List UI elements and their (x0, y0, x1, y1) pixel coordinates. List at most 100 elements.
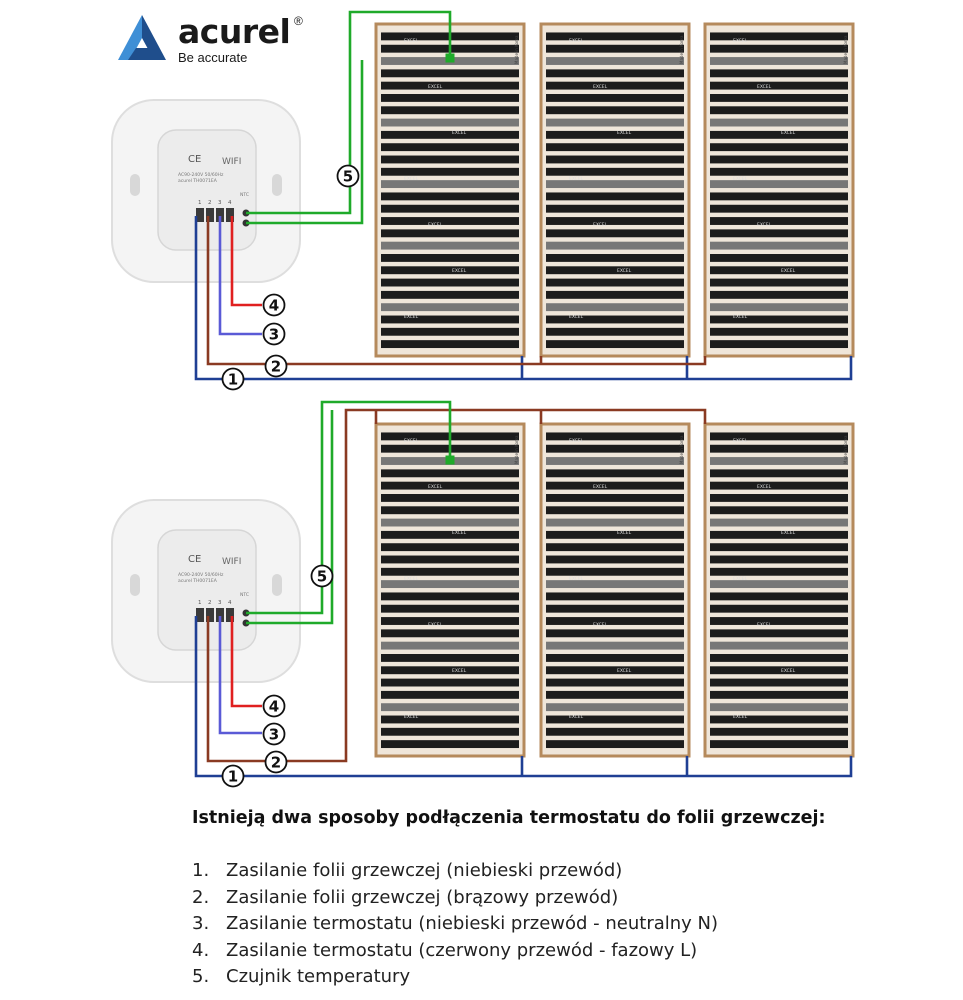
film-brand-print: EXCEL (569, 714, 584, 720)
heating-strip (710, 592, 848, 601)
heating-strip (546, 118, 684, 127)
heating-strip (546, 278, 684, 287)
legend-text: Zasilanie folii grzewczej (niebieski prz… (226, 860, 623, 881)
heating-strip (381, 266, 519, 275)
heating-strip (710, 81, 848, 90)
film-brand-print: EXCEL (593, 622, 608, 628)
heating-strip (546, 217, 684, 225)
heating-strip (710, 69, 848, 78)
terminal-number: 2 (208, 600, 212, 606)
heating-strip (710, 481, 848, 490)
legend-item-2: 2.Zasilanie folii grzewczej (brązowy prz… (192, 885, 718, 912)
terminal-screw (196, 608, 204, 622)
heating-strip (710, 703, 848, 712)
heating-strip (381, 678, 519, 687)
heating-strip (710, 740, 848, 749)
callout-number: 1 (228, 768, 238, 786)
heating-strip (710, 666, 848, 675)
heating-strip (546, 518, 684, 527)
heating-strip (381, 180, 519, 189)
ce-mark-icon: CE (188, 154, 201, 165)
film-brand-print: EXCEL (452, 668, 467, 674)
heating-strip (381, 666, 519, 675)
heating-strip (381, 340, 519, 349)
mounting-slot-right (272, 574, 282, 596)
heating-strip (710, 118, 848, 127)
heating-strip (710, 469, 848, 478)
wire-legend: 1.Zasilanie folii grzewczej (niebieski p… (192, 858, 718, 991)
heating-strip (710, 143, 848, 152)
film-brand-print: EXCEL (428, 222, 443, 228)
wire-red-phase (230, 216, 262, 307)
heating-strip (710, 180, 848, 189)
heating-strip (710, 715, 848, 724)
legend-item-5: 5.Czujnik temperatury (192, 964, 718, 991)
heating-strip (710, 303, 848, 312)
film-brand-print: EXCEL (757, 222, 772, 228)
brand-registered-mark: ® (294, 14, 303, 28)
film-brand-print: EXCEL (781, 668, 796, 674)
film-side-print: Made in Korea (679, 435, 684, 464)
heating-strip (546, 678, 684, 687)
heating-strip (710, 315, 848, 324)
heating-strip (546, 555, 684, 564)
heating-strip (546, 617, 684, 625)
film-brand-print: EXCEL (404, 438, 419, 444)
wire-blue-film-supply (194, 216, 853, 381)
heating-strip (381, 69, 519, 78)
film-brand-print: EXCEL (781, 530, 796, 536)
film-side-print: Made in Korea (514, 35, 519, 64)
film-brand-print: EXCEL (569, 314, 584, 320)
ntc-label: NTC (240, 592, 249, 598)
heating-strip (381, 192, 519, 201)
heating-strip (710, 457, 848, 465)
terminal-number: 3 (218, 200, 222, 206)
film-brand-print: EXCEL (781, 268, 796, 274)
heating-strip (710, 543, 848, 552)
heating-strip (546, 106, 684, 115)
rating-label: AC90-240V 50/60Hz (178, 172, 224, 178)
heating-film-panel (703, 22, 855, 358)
heating-strip (546, 457, 684, 465)
heating-strip (546, 469, 684, 478)
heating-strip (381, 130, 519, 139)
heating-strip (381, 641, 519, 650)
heating-strip (381, 518, 519, 527)
heating-strip (381, 592, 519, 601)
heating-strip (546, 254, 684, 262)
callout-number: 3 (269, 726, 279, 744)
heating-strip (710, 727, 848, 736)
wire-brown-film-supply (376, 356, 707, 366)
film-side-print: Made in Korea (679, 35, 684, 64)
heating-strip (710, 506, 848, 515)
sensor-probe (445, 53, 455, 63)
film-brand-print: EXCEL (617, 268, 632, 274)
heating-strip (381, 629, 519, 638)
heating-strip (381, 167, 519, 176)
heating-strip (546, 130, 684, 139)
callout-circle (264, 354, 288, 378)
callout-circle (310, 564, 334, 588)
heating-strip (546, 44, 684, 53)
heating-strip (546, 690, 684, 699)
heating-strip (381, 143, 519, 152)
heating-strip (381, 740, 519, 749)
heating-strip (381, 703, 519, 712)
heating-strip (710, 327, 848, 336)
heating-strip (710, 494, 848, 502)
heating-strip (546, 155, 684, 164)
heating-strip (381, 604, 519, 613)
callout-circle (262, 322, 286, 346)
callout-number: 5 (343, 168, 353, 186)
heating-strip (710, 130, 848, 139)
wire-blue-film-supply (194, 616, 853, 778)
heating-strip (381, 567, 519, 576)
film-brand-print: EXCEL (733, 38, 748, 44)
film-side-print: Made in Korea (514, 435, 519, 464)
heating-strip (546, 327, 684, 336)
terminal-screw (206, 208, 214, 222)
terminal-number: 4 (228, 200, 232, 206)
heating-strip (710, 629, 848, 638)
